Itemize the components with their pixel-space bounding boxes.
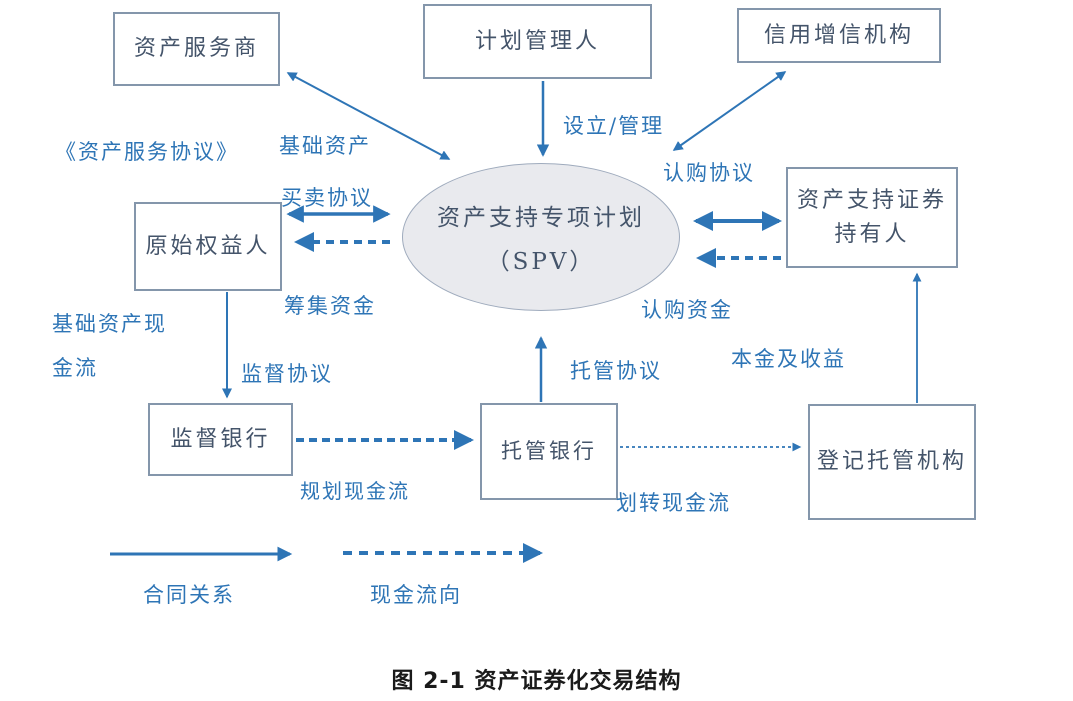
node-spv-ellipse: 资产支持专项计划 （SPV） bbox=[402, 163, 680, 311]
spv-subtitle: （SPV） bbox=[486, 249, 596, 275]
node-credit-enhancer: 信用增信机构 bbox=[737, 8, 941, 63]
label-subscription-agreement: 认购协议 bbox=[663, 161, 755, 185]
label-custody-agreement: 托管协议 bbox=[570, 359, 662, 383]
legend-contract-relation-label: 合同关系 bbox=[143, 583, 235, 607]
node-abs-holders: 资产支持证券 持有人 bbox=[786, 167, 958, 268]
arrow-service-provider-spv bbox=[286, 72, 451, 160]
label-underlying-cashflow-line1: 基础资产现 bbox=[52, 312, 167, 336]
label-plan-cashflow: 规划现金流 bbox=[300, 479, 410, 503]
node-originator: 原始权益人 bbox=[134, 202, 282, 291]
abs-holders-line2: 持有人 bbox=[834, 221, 910, 247]
legend-cash-flow-label: 现金流向 bbox=[370, 583, 462, 607]
node-supervising-bank: 监督银行 bbox=[148, 403, 293, 476]
spv-title: 资产支持专项计划 bbox=[437, 205, 645, 231]
label-sale-agreement: 买卖协议 bbox=[281, 186, 373, 210]
node-registrar: 登记托管机构 bbox=[808, 404, 976, 520]
label-supervision-agreement: 监督协议 bbox=[241, 362, 333, 386]
abs-holders-line1: 资产支持证券 bbox=[796, 187, 947, 213]
label-subscription-funds: 认购资金 bbox=[641, 298, 733, 322]
label-service-agreement: 《资产服务协议》 bbox=[55, 140, 239, 164]
label-raise-funds: 筹集资金 bbox=[284, 294, 376, 318]
arrow-credit-enhancer-spv bbox=[672, 71, 787, 151]
node-asset-service-provider: 资产服务商 bbox=[113, 12, 280, 86]
label-transfer-cashflow: 划转现金流 bbox=[616, 491, 731, 515]
figure-caption: 图 2-1 资产证券化交易结构 bbox=[391, 669, 682, 694]
node-plan-manager: 计划管理人 bbox=[423, 4, 652, 79]
node-custodian-bank: 托管银行 bbox=[480, 403, 618, 500]
label-underlying-asset: 基础资产 bbox=[279, 134, 371, 158]
label-underlying-cashflow-line2: 金流 bbox=[52, 356, 98, 380]
label-setup-manage: 设立/管理 bbox=[563, 114, 665, 138]
label-principal-and-interest: 本金及收益 bbox=[731, 347, 846, 371]
